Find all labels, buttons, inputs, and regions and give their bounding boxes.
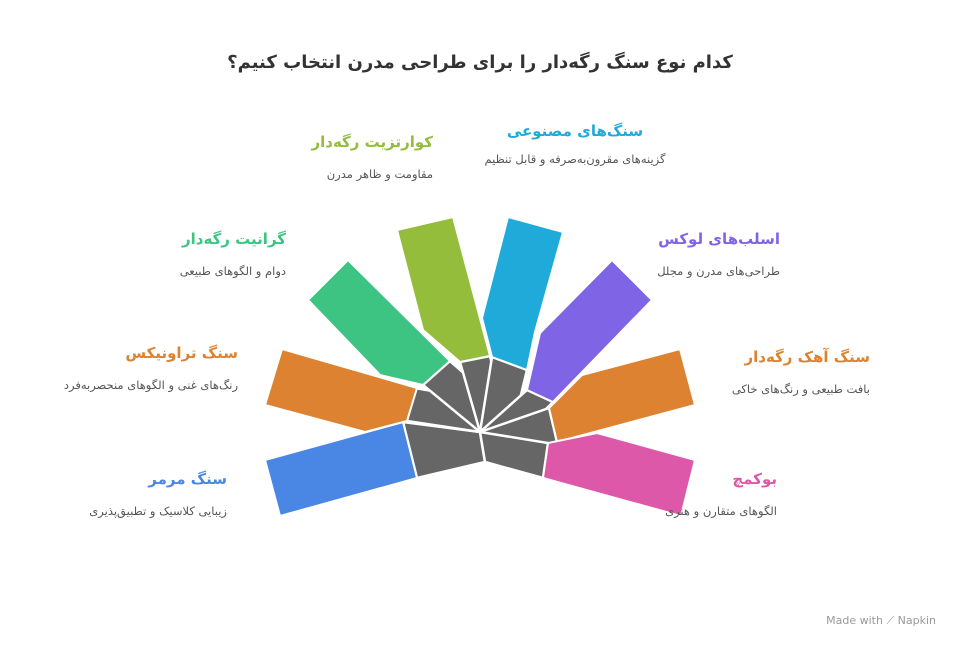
napkin-watermark: Made with ⟋ Napkin xyxy=(826,614,936,627)
arm-marble xyxy=(263,420,419,518)
arm-travertine xyxy=(263,347,419,434)
arm-limestone xyxy=(547,347,697,444)
arm-quartzite xyxy=(395,215,492,364)
arm-granite xyxy=(306,258,452,387)
arm-luxury-slabs xyxy=(525,258,654,404)
arm-bookmatch xyxy=(541,431,697,518)
diagram-title: کدام نوع سنگ رگه‌دار را برای طراحی مدرن … xyxy=(227,52,733,73)
arm-engineered-stone xyxy=(480,215,565,372)
